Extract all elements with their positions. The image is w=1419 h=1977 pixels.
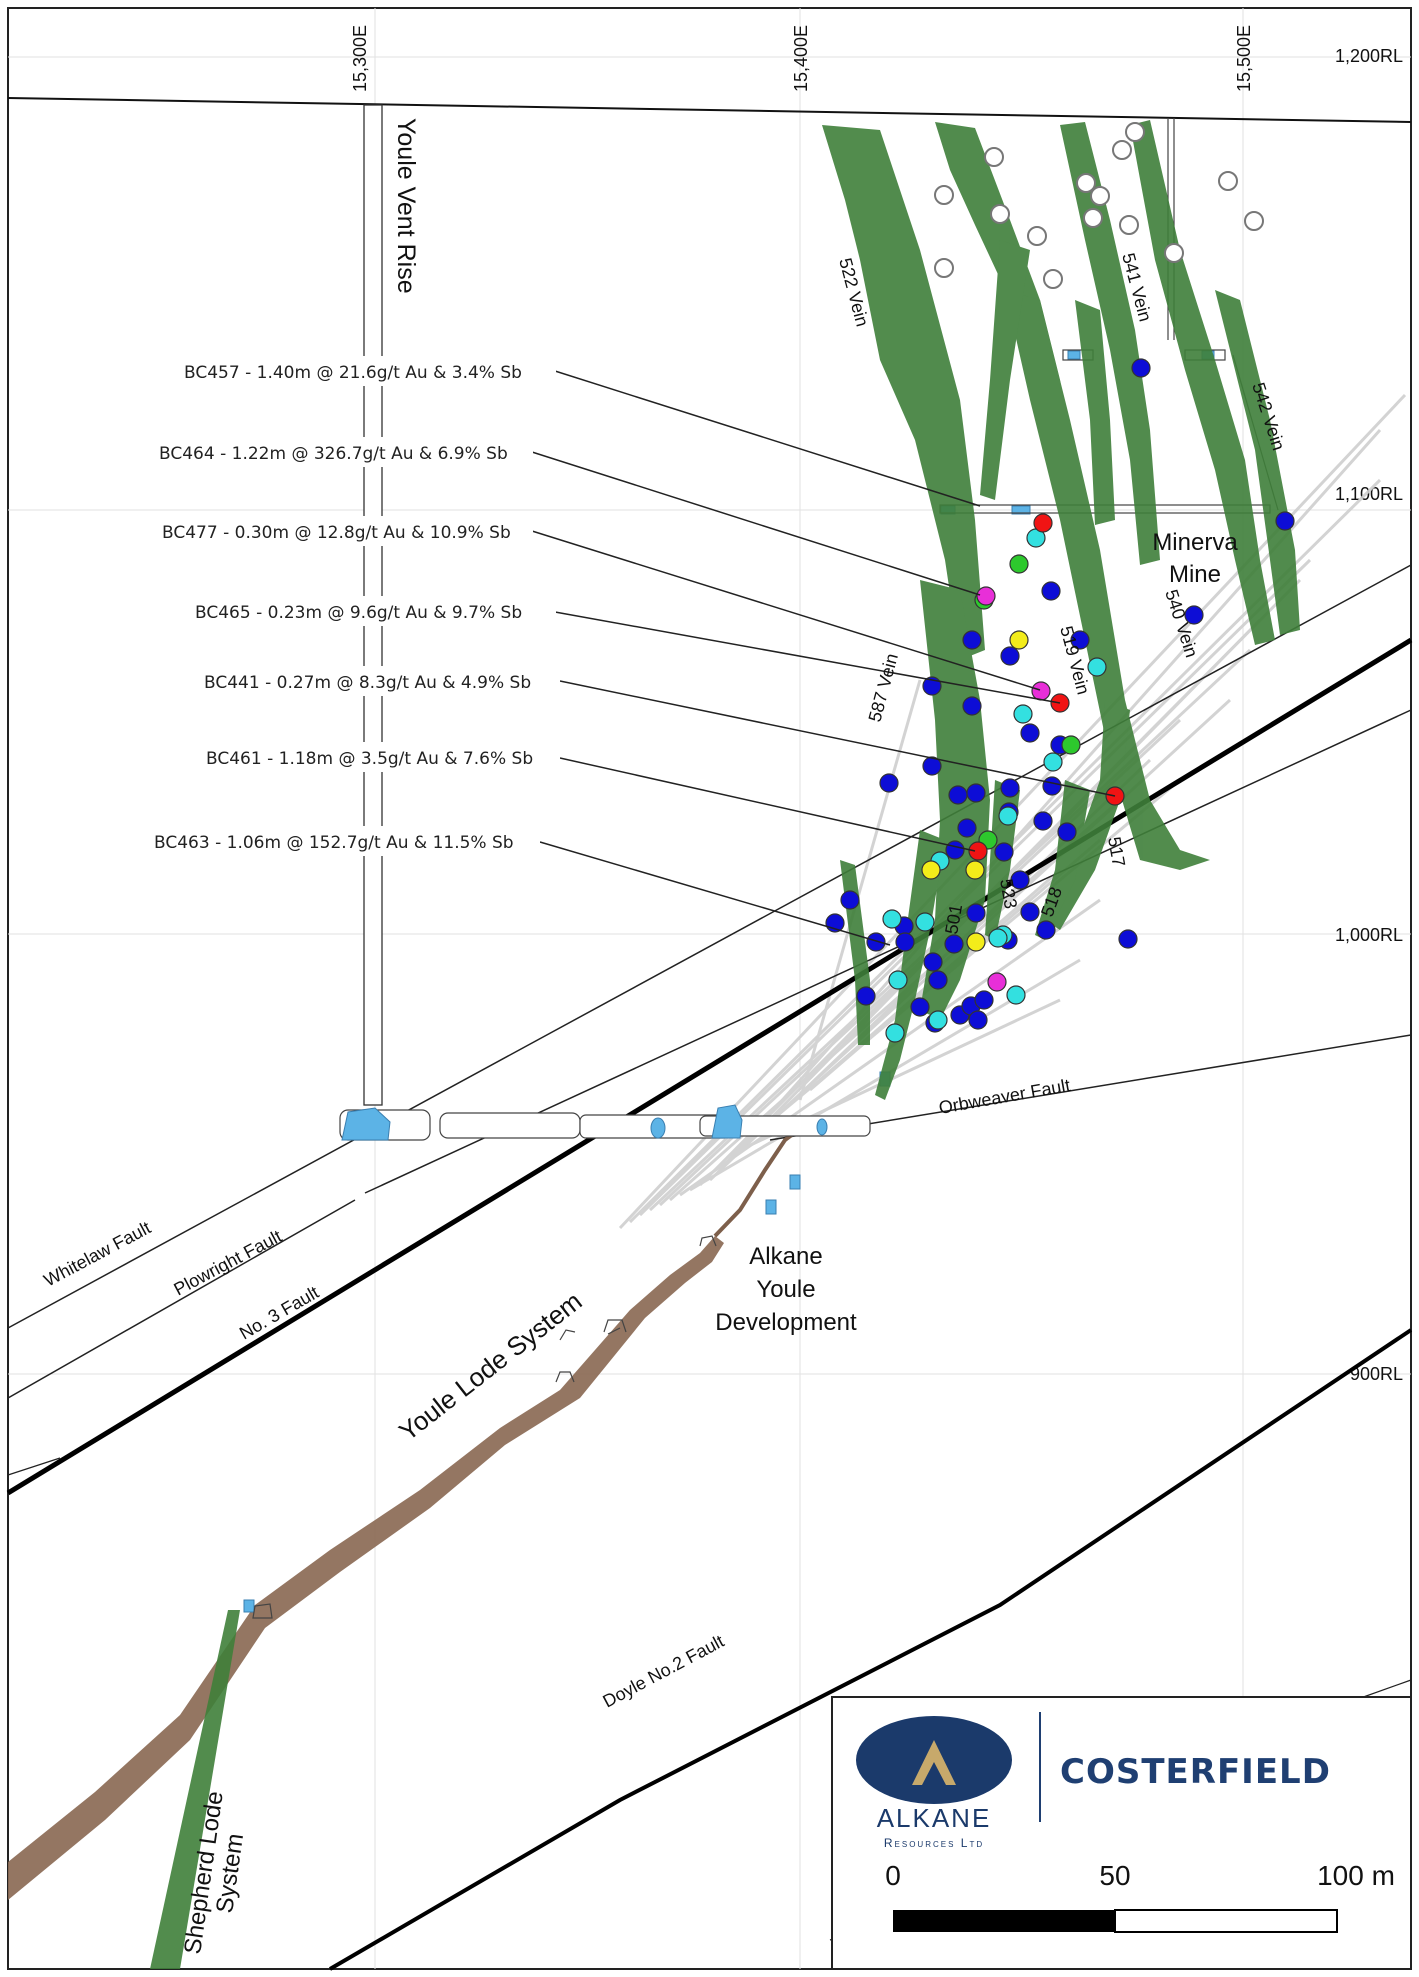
callout-box-bc465 <box>180 596 556 626</box>
no3-fault-line <box>6 637 1413 1496</box>
callout-box-bc441 <box>188 666 560 696</box>
costerfield-logo-name: COSTERFIELD <box>1060 1752 1331 1792</box>
vein-misc-c <box>1075 300 1115 525</box>
callout-bc477: BC477 - 0.30m @ 12.8g/t Au & 10.9% Sb <box>162 523 511 543</box>
callout-bc464: BC464 - 1.22m @ 326.7g/t Au & 6.9% Sb <box>159 444 508 464</box>
yellow-drill-points <box>921 630 1029 952</box>
callout-bc465: BC465 - 0.23m @ 9.6g/t Au & 9.7% Sb <box>195 603 522 623</box>
scale-tick-100: 100 m <box>1317 1860 1395 1891</box>
development-label-1: Alkane <box>749 1243 822 1270</box>
callout-box-bc463 <box>138 826 540 856</box>
magenta-drill-points <box>976 586 1051 992</box>
legend-panel: ALKANE Resources Ltd COSTERFIELD 0 50 10… <box>831 1696 1412 1970</box>
vein-522 <box>822 125 985 660</box>
callout-bc463: BC463 - 1.06m @ 152.7g/t Au & 11.5% Sb <box>154 833 514 853</box>
vein-519 <box>1005 290 1210 870</box>
callout-bc441: BC441 - 0.27m @ 8.3g/t Au & 4.9% Sb <box>204 673 531 693</box>
rl-labels: 1,200RL 1,100RL 1,000RL 900RL <box>1335 46 1403 1384</box>
scale-bar: 0 50 100 m <box>885 1860 1395 1933</box>
callout-box-bc477 <box>148 516 533 546</box>
easting-15400: 15,400E <box>791 25 811 92</box>
callout-box-bc464 <box>143 437 533 467</box>
rl-900: 900RL <box>1350 1364 1403 1384</box>
callouts: BC457 - 1.40m @ 21.6g/t Au & 3.4% Sb BC4… <box>138 356 560 856</box>
vein-518 <box>1035 780 1090 940</box>
minor-fault-line-a <box>7 1457 61 1476</box>
youle-lode-system <box>8 1236 724 1900</box>
development-drives <box>339 1109 871 1141</box>
historic-drill-points <box>934 122 1264 289</box>
alkane-logo-name: ALKANE <box>877 1803 992 1833</box>
shepherd-lode-system <box>150 1610 240 1969</box>
vein-541 <box>1060 122 1160 565</box>
surface-line <box>7 97 1412 123</box>
minerva-label-2: Mine <box>1169 561 1221 588</box>
scale-tick-50: 50 <box>1099 1860 1130 1891</box>
alkane-emblem-peak <box>912 1740 956 1785</box>
whitelaw-fault-line <box>7 564 1412 1329</box>
callout-leaders <box>531 370 1116 946</box>
rl-1000: 1,000RL <box>1335 925 1403 945</box>
scale-bar-black-segment <box>893 1910 1115 1932</box>
vent-rise-label: Youle Vent Rise <box>392 118 420 294</box>
callout-bc457: BC457 - 1.40m @ 21.6g/t Au & 3.4% Sb <box>184 363 522 383</box>
scale-tick-0: 0 <box>885 1860 901 1891</box>
rl-1200: 1,200RL <box>1335 46 1403 66</box>
alkane-logo: ALKANE Resources Ltd <box>856 1716 1012 1850</box>
vein-542 <box>1215 290 1300 635</box>
minerva-label-1: Minerva <box>1152 529 1238 556</box>
rl-1100: 1,100RL <box>1335 484 1403 504</box>
easting-15500: 15,500E <box>1234 25 1254 92</box>
orbweaver-fault-line <box>769 1034 1412 1141</box>
faults <box>6 564 1413 1971</box>
callout-box-bc457 <box>168 356 556 386</box>
callout-box-bc461 <box>190 742 560 772</box>
vein-misc-b <box>980 240 1030 500</box>
easting-labels: 15,300E 15,400E 15,500E <box>350 25 1254 92</box>
cyan-drill-points <box>882 528 1107 1043</box>
doyle-fault-line <box>328 1328 1413 1971</box>
easting-15300: 15,300E <box>350 25 370 92</box>
alkane-logo-subtitle: Resources Ltd <box>884 1836 984 1850</box>
development-label-2: Youle <box>756 1276 815 1303</box>
callout-bc461: BC461 - 1.18m @ 3.5g/t Au & 7.6% Sb <box>206 749 533 769</box>
drill-intercepts <box>825 122 1295 1043</box>
scale-bar-white-segment <box>1114 1909 1338 1933</box>
development-label-3: Development <box>715 1309 857 1336</box>
